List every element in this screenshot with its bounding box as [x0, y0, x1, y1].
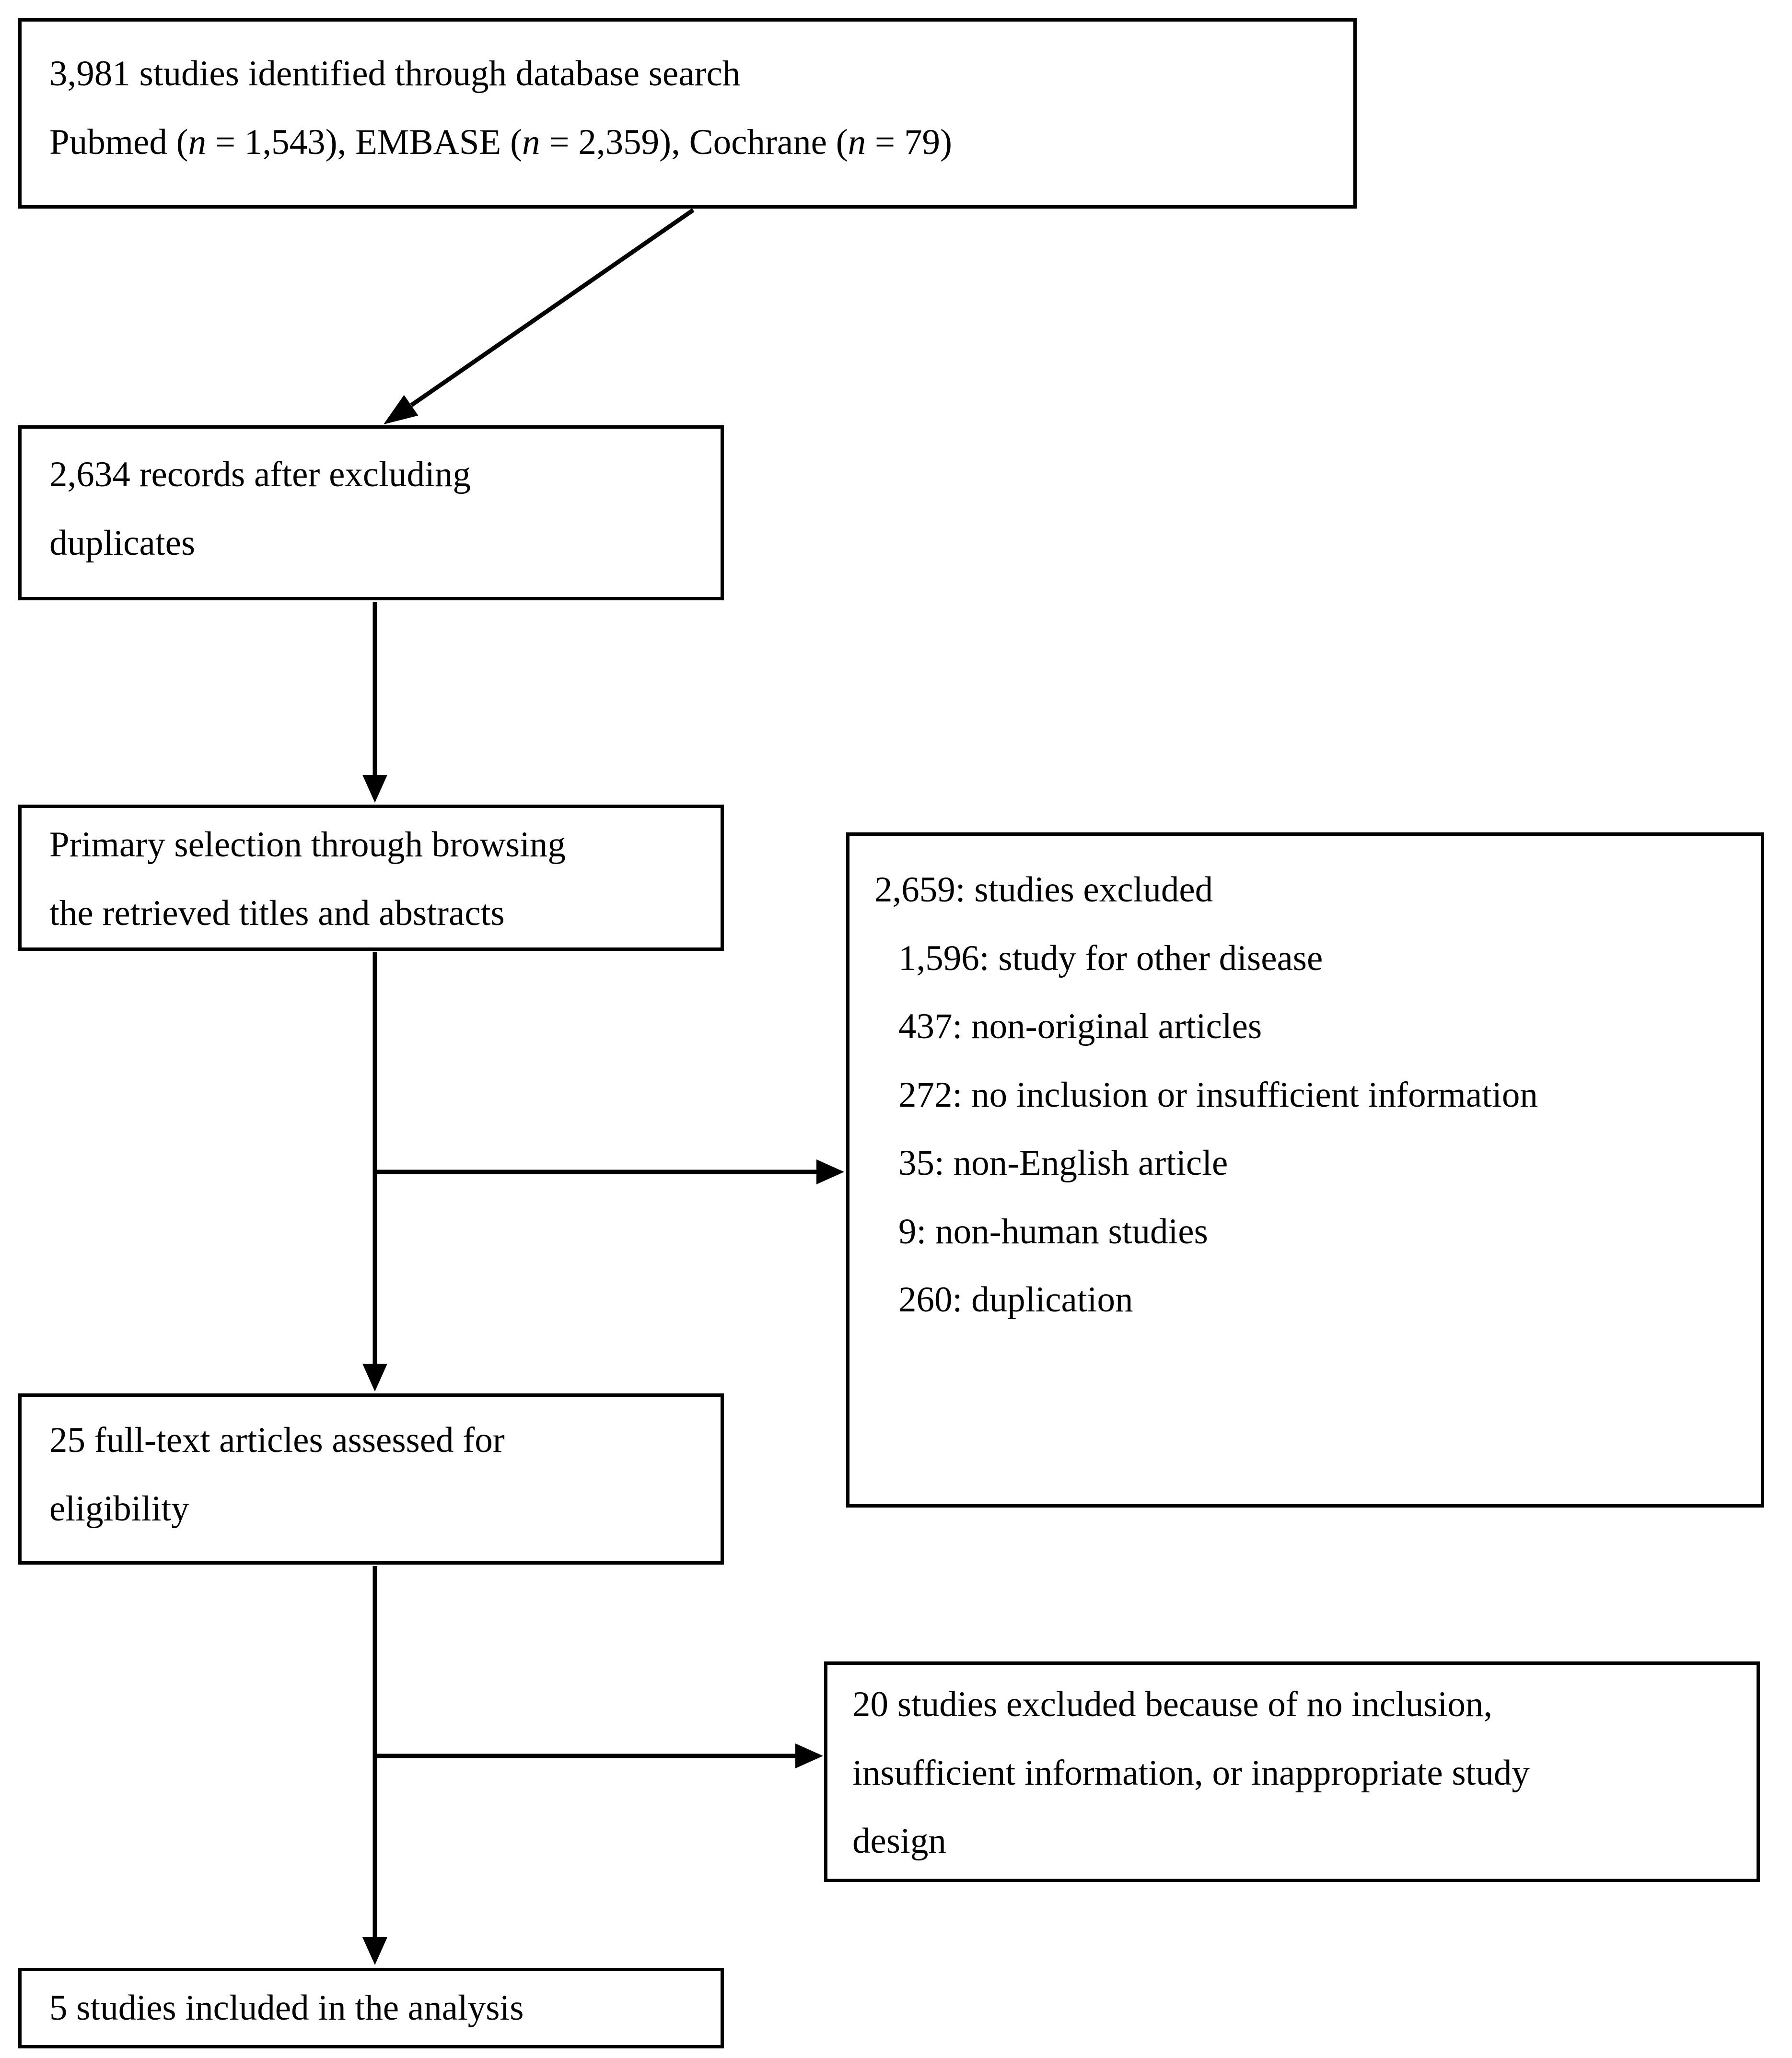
text-segment: duplicates	[49, 523, 196, 563]
text-line: 25 full-text articles assessed for	[49, 1406, 699, 1475]
text-line: insufficient information, or inappropria…	[852, 1739, 1742, 1808]
text-segment: 35: non-English article	[898, 1143, 1228, 1183]
text-segment: 5 studies included in the analysis	[49, 1988, 524, 2028]
box-studies-included: 5 studies included in the analysis	[18, 1968, 724, 2048]
box-studies-identified: 3,981 studies identified through databas…	[18, 18, 1357, 209]
text-line: 20 studies excluded because of no inclus…	[852, 1671, 1742, 1739]
box-primary-selection: Primary selection through browsing the re…	[18, 805, 724, 951]
text-line: 3,981 studies identified through databas…	[49, 40, 1332, 108]
text-segment: Pubmed (	[49, 122, 188, 162]
arrow-identified-to-dedup	[384, 208, 695, 424]
text-line: 2,659: studies excluded	[874, 856, 1746, 924]
text-line: 272: no inclusion or insufficient inform…	[874, 1061, 1746, 1130]
text-line: Primary selection through browsing	[49, 811, 699, 879]
arrow-primary-to-fulltext-head	[362, 1364, 387, 1391]
text-segment: = 79)	[866, 122, 952, 162]
text-segment: insufficient information, or inappropria…	[852, 1753, 1530, 1793]
text-segment: = 1,543), EMBASE (	[206, 122, 523, 162]
text-segment: 25 full-text articles assessed for	[49, 1420, 505, 1460]
arrow-dedup-to-primary-head	[362, 775, 387, 803]
box-studies-excluded-primary: 2,659: studies excluded 1,596: study for …	[846, 832, 1764, 1508]
text-segment: eligibility	[49, 1488, 189, 1529]
arrow-branch-excluded-primary-head	[816, 1159, 844, 1184]
arrow-identified-to-dedup-head	[384, 395, 419, 424]
text-segment: 437: non-original articles	[898, 1006, 1262, 1046]
arrow-branch-excluded-primary	[375, 1159, 844, 1184]
text-segment: design	[852, 1821, 946, 1861]
italic-text-segment: n	[188, 122, 207, 162]
text-line: 35: non-English article	[874, 1129, 1746, 1198]
arrow-primary-to-fulltext	[362, 952, 387, 1391]
arrow-fulltext-to-included	[362, 1566, 387, 1965]
box-records-after-duplicates: 2,634 records after excluding duplicates	[18, 425, 724, 600]
text-segment: the retrieved titles and abstracts	[49, 893, 505, 933]
text-line: the retrieved titles and abstracts	[49, 879, 699, 948]
text-line: 9: non-human studies	[874, 1198, 1746, 1266]
arrow-branch-excluded-fulltext-head	[795, 1743, 823, 1768]
text-segment: 272: no inclusion or insufficient inform…	[898, 1075, 1538, 1115]
text-line: 1,596: study for other disease	[874, 924, 1746, 993]
arrow-branch-excluded-fulltext	[375, 1743, 823, 1768]
italic-text-segment: n	[848, 122, 866, 162]
arrow-identified-to-dedup-line	[410, 208, 695, 407]
text-line: 437: non-original articles	[874, 993, 1746, 1061]
arrow-fulltext-to-included-head	[362, 1937, 387, 1965]
box-studies-excluded-fulltext: 20 studies excluded because of no inclus…	[824, 1661, 1760, 1882]
text-segment: Primary selection through browsing	[49, 825, 566, 865]
text-line: 2,634 records after excluding	[49, 441, 699, 509]
text-line: design	[852, 1807, 1742, 1876]
italic-text-segment: n	[522, 122, 540, 162]
text-segment: = 2,359), Cochrane (	[540, 122, 848, 162]
text-segment: 9: non-human studies	[898, 1211, 1208, 1251]
text-segment: 2,634 records after excluding	[49, 455, 471, 494]
text-segment: 20 studies excluded because of no inclus…	[852, 1684, 1493, 1724]
text-segment: 260: duplication	[898, 1280, 1133, 1320]
box-fulltext-assessed: 25 full-text articles assessed for eligib…	[18, 1393, 724, 1565]
text-line: 5 studies included in the analysis	[49, 1974, 699, 2043]
text-segment: 3,981 studies identified through databas…	[49, 54, 741, 94]
arrow-dedup-to-primary	[362, 602, 387, 803]
text-segment: 1,596: study for other disease	[898, 938, 1323, 978]
text-line: eligibility	[49, 1475, 699, 1544]
text-line: Pubmed (n = 1,543), EMBASE (n = 2,359), …	[49, 108, 1332, 177]
text-line: duplicates	[49, 509, 699, 578]
text-line: 260: duplication	[874, 1266, 1746, 1334]
text-segment: 2,659: studies excluded	[874, 870, 1213, 910]
